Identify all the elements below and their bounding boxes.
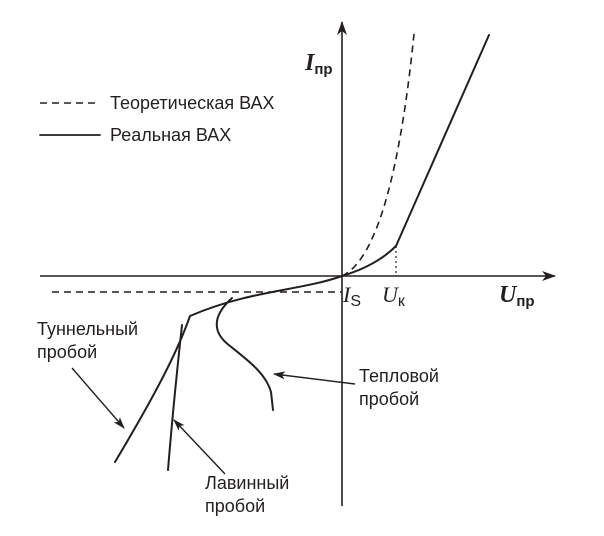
real-reverse-curve <box>114 275 343 463</box>
tunnel-breakdown-label-line1: Туннельный <box>37 319 138 339</box>
thermal-breakdown-branch <box>215 297 274 411</box>
thermal-breakdown-label-line2: пробой <box>359 389 419 409</box>
avalanche-breakdown-label-line1: Лавинный <box>205 473 289 493</box>
avalanche-breakdown-label-line2: пробой <box>205 496 265 516</box>
uk-label: Uк <box>382 282 406 310</box>
theoretical-forward-curve <box>341 33 415 277</box>
thermal-pointer-arrow <box>273 371 356 385</box>
tunnel-breakdown-label-line2: пробой <box>37 342 97 362</box>
tunnel-pointer-arrow <box>71 367 125 429</box>
avalanche-breakdown-branch <box>167 324 183 471</box>
x-axis-label: Uпр <box>499 282 535 310</box>
is-label: IS <box>342 282 361 310</box>
avalanche-pointer-arrow <box>173 419 226 475</box>
thermal-breakdown-label-line1: Тепловой <box>359 366 439 386</box>
real-forward-curve <box>341 34 490 277</box>
legend-theoretical-label: Теоретическая ВАХ <box>110 93 275 113</box>
y-axis-label: Iпр <box>304 50 333 78</box>
legend-real-label: Реальная ВАХ <box>110 125 231 145</box>
